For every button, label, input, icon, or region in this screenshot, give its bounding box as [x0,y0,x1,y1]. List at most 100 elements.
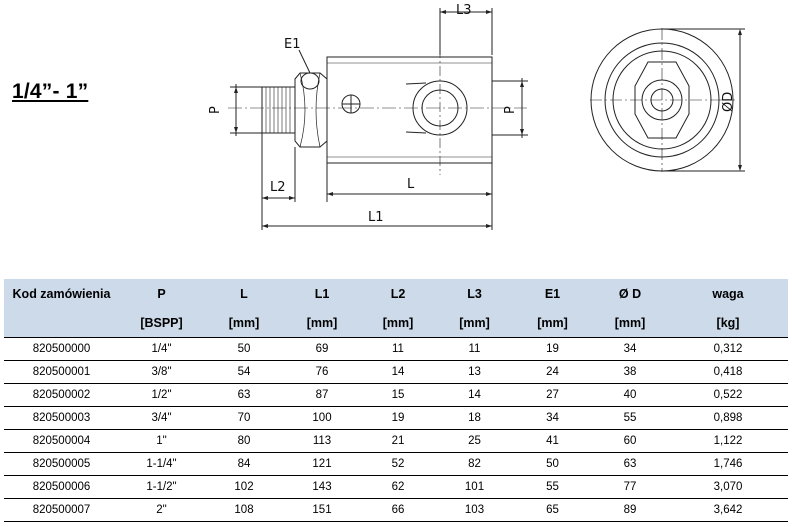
cell-order-code: 820500002 [4,383,119,407]
cell-p: 1-1/2" [119,475,204,499]
cell-e1: 65 [513,498,592,522]
cell-l2: 21 [360,429,436,453]
cell-p: 1-1/4" [119,452,204,476]
unit-od: [mm] [592,309,668,338]
unit-weight: [kg] [668,309,788,338]
unit-e1: [mm] [513,309,592,338]
cell-od: 60 [592,429,668,453]
cell-e1: 41 [513,429,592,453]
cell-od: 55 [592,406,668,430]
table-row: 820500005 1-1/4" 84 121 52 82 50 63 1,74… [4,452,788,476]
header-order-code: Kod zamówienia [4,279,119,309]
cell-p: 2" [119,498,204,522]
unit-l: [mm] [204,309,284,338]
table-row: 820500001 3/8" 54 76 14 13 24 38 0,418 [4,360,788,384]
cell-weight: 0,898 [668,406,788,430]
header-od: Ø D [592,279,668,309]
cell-l1: 121 [284,452,360,476]
cell-od: 63 [592,452,668,476]
table-row: 820500003 3/4" 70 100 19 18 34 55 0,898 [4,406,788,430]
cell-l: 70 [204,406,284,430]
cell-l1: 143 [284,475,360,499]
cell-l2: 62 [360,475,436,499]
header-l3: L3 [436,279,513,309]
cell-l3: 13 [436,360,513,384]
cell-l1: 69 [284,337,360,361]
label-l1: L1 [368,210,384,225]
cell-e1: 24 [513,360,592,384]
table-row: 820500002 1/2" 63 87 15 14 27 40 0,522 [4,383,788,407]
cell-l3: 18 [436,406,513,430]
table-row: 820500007 2" 108 151 66 103 65 89 3,642 [4,498,788,522]
cell-l: 54 [204,360,284,384]
cell-p: 1/4" [119,337,204,361]
end-view [590,28,745,172]
table-row: 820500006 1-1/2" 102 143 62 101 55 77 3,… [4,475,788,499]
cell-l: 108 [204,498,284,522]
cell-weight: 0,312 [668,337,788,361]
cell-l2: 52 [360,452,436,476]
cell-od: 89 [592,498,668,522]
cell-weight: 0,418 [668,360,788,384]
cell-e1: 19 [513,337,592,361]
label-od: ØD [721,92,736,112]
cell-order-code: 820500007 [4,498,119,522]
label-e1: E1 [284,37,301,52]
unit-p: [BSPP] [119,309,204,338]
cell-l1: 76 [284,360,360,384]
cell-od: 40 [592,383,668,407]
cell-l3: 14 [436,383,513,407]
cell-order-code: 820500001 [4,360,119,384]
cell-weight: 1,746 [668,452,788,476]
cell-p: 1" [119,429,204,453]
cell-l1: 151 [284,498,360,522]
label-l: L [407,177,415,192]
cell-l: 50 [204,337,284,361]
cell-weight: 3,070 [668,475,788,499]
cell-od: 38 [592,360,668,384]
header-e1: E1 [513,279,592,309]
cell-l: 84 [204,452,284,476]
cell-l2: 66 [360,498,436,522]
technical-drawing: L3 E1 P P ØD L2 L L1 [208,3,745,230]
label-p-right: P [503,106,518,114]
cell-p: 3/4" [119,406,204,430]
cell-l: 102 [204,475,284,499]
unit-order-code [4,309,119,338]
cell-p: 3/8" [119,360,204,384]
cell-l3: 25 [436,429,513,453]
size-range-title: 1/4”- 1” [12,80,89,103]
cell-l2: 19 [360,406,436,430]
cell-l3: 103 [436,498,513,522]
unit-l3: [mm] [436,309,513,338]
header-l: L [204,279,284,309]
cell-l2: 11 [360,337,436,361]
cell-l: 80 [204,429,284,453]
header-l2: L2 [360,279,436,309]
cell-od: 77 [592,475,668,499]
cell-weight: 0,522 [668,383,788,407]
cell-od: 34 [592,337,668,361]
header-weight: waga [668,279,788,309]
unit-l2: [mm] [360,309,436,338]
cell-l2: 14 [360,360,436,384]
cell-l3: 11 [436,337,513,361]
table-row: 820500000 1/4" 50 69 11 11 19 34 0,312 [4,337,788,361]
hex-nut [294,72,328,148]
cell-p: 1/2" [119,383,204,407]
cell-order-code: 820500006 [4,475,119,499]
cell-weight: 3,642 [668,498,788,522]
label-l3: L3 [456,3,472,18]
cell-order-code: 820500000 [4,337,119,361]
table-row: 820500004 1" 80 113 21 25 41 60 1,122 [4,429,788,453]
label-l2: L2 [270,180,286,195]
cell-l1: 87 [284,383,360,407]
cell-e1: 27 [513,383,592,407]
header-l1: L1 [284,279,360,309]
cell-l2: 15 [360,383,436,407]
cell-l3: 101 [436,475,513,499]
cell-order-code: 820500003 [4,406,119,430]
cell-order-code: 820500004 [4,429,119,453]
cell-e1: 55 [513,475,592,499]
cell-l1: 113 [284,429,360,453]
